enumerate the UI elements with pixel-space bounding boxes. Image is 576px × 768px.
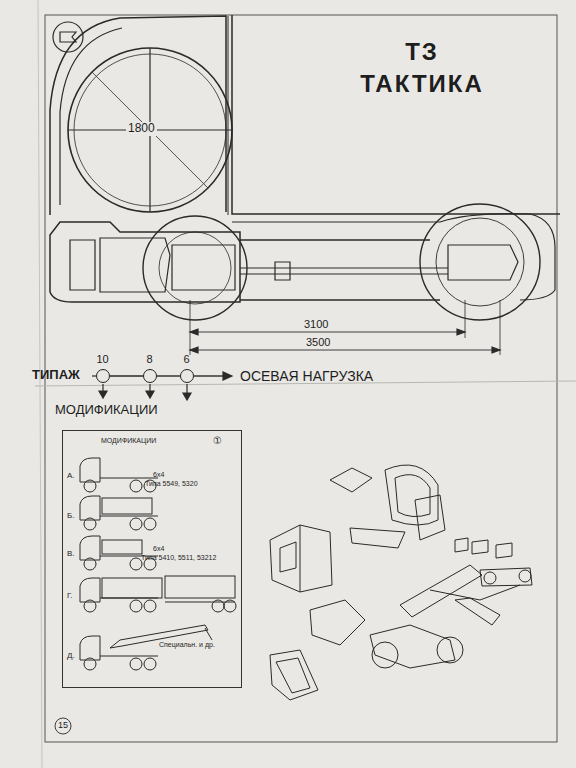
flow-label: ТИПАЖ: [32, 368, 80, 383]
flow-connector: [157, 375, 180, 376]
panel-text: В.: [67, 549, 75, 558]
panel-text: 6х4: [153, 545, 164, 553]
axle-load-value: 10: [96, 353, 108, 366]
panel-text: 6х4: [153, 471, 164, 479]
panel-text: Типа 5549, 5320: [145, 480, 198, 488]
typage-circle: 6: [180, 369, 194, 383]
panel-text: Б.: [67, 511, 74, 520]
panel-text: А.: [67, 471, 75, 480]
panel-text: ①: [213, 435, 222, 447]
dimension: 3100: [304, 318, 328, 331]
typage-circle: 8: [143, 369, 157, 383]
axle-load-value: 8: [146, 353, 152, 366]
page-title: ТЗ ТАКТИКА: [352, 36, 492, 100]
panel-text: Специальн. и др.: [159, 641, 215, 649]
flow-label: МОДИФИКАЦИИ: [55, 403, 158, 418]
panel-text: Г.: [67, 591, 73, 600]
panel-text: Д.: [67, 651, 75, 660]
typage-circle: 10: [96, 369, 110, 383]
dimension: 3500: [306, 336, 330, 349]
flow-connector: [110, 375, 143, 376]
page-number: 15: [58, 720, 68, 730]
axle-load-value: 6: [183, 353, 189, 366]
panel-text: Типа 5410, 5511, 53212: [141, 554, 216, 562]
panel-text: МОДИФИКАЦИИ: [101, 437, 156, 445]
flow-label: ОСЕВАЯ НАГРУЗКА: [240, 368, 373, 384]
modifications-panel: МОДИФИКАЦИИ①А.6х4Типа 5549, 5320Б.В.6х4Т…: [62, 430, 242, 688]
dimension: 1800: [126, 122, 157, 136]
